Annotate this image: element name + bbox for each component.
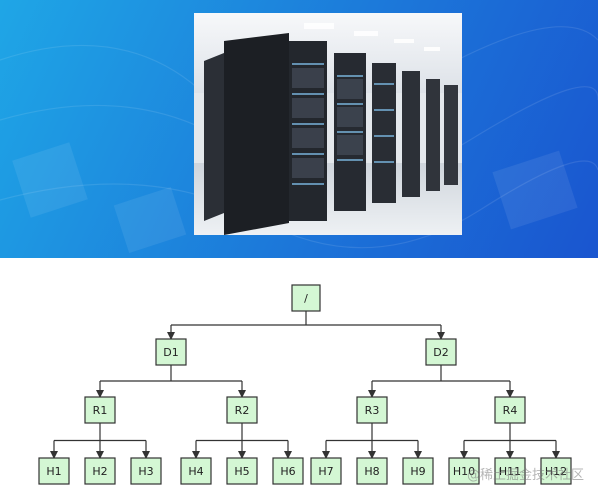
node-h1: H1 (38, 457, 70, 485)
node-box (448, 457, 480, 485)
watermark: @稀土掘金技术社区 (466, 468, 584, 483)
node-h3: H3 (130, 457, 162, 485)
node-box (38, 457, 70, 485)
node-label: H9 (410, 465, 425, 478)
node-h11: H11 (494, 457, 526, 485)
node-box (84, 396, 116, 424)
node-label: R1 (93, 404, 108, 417)
node-d2: D2 (425, 338, 457, 366)
node-box (291, 284, 321, 312)
node-r3: R3 (356, 396, 388, 424)
node-h7: H7 (310, 457, 342, 485)
node-h12: H12 (540, 457, 572, 485)
node-label: H12 (545, 465, 567, 478)
node-d1: D1 (155, 338, 187, 366)
node-label: H7 (318, 465, 333, 478)
node-box (84, 457, 116, 485)
node-box (494, 457, 526, 485)
node-r4: R4 (494, 396, 526, 424)
node-r1: R1 (84, 396, 116, 424)
node-box (155, 338, 187, 366)
node-h5: H5 (226, 457, 258, 485)
node-r2: R2 (226, 396, 258, 424)
node-box (494, 396, 526, 424)
node-box (540, 457, 572, 485)
node-box (356, 457, 388, 485)
node-h4: H4 (180, 457, 212, 485)
node-box (425, 338, 457, 366)
node-label: H2 (92, 465, 107, 478)
server-rack-illustration (194, 13, 462, 235)
banner-decoration (0, 0, 598, 258)
node-box (180, 457, 212, 485)
node-label: H1 (46, 465, 61, 478)
node-box (402, 457, 434, 485)
node-h6: H6 (272, 457, 304, 485)
node-h10: H10 (448, 457, 480, 485)
node-label: H8 (364, 465, 379, 478)
node-h8: H8 (356, 457, 388, 485)
node-label: R4 (503, 404, 518, 417)
node-root: / (291, 284, 321, 312)
node-box (226, 396, 258, 424)
node-label: H5 (234, 465, 249, 478)
node-label: H6 (280, 465, 295, 478)
tree-edges (50, 311, 560, 459)
node-box (310, 457, 342, 485)
node-box (356, 396, 388, 424)
node-label: H3 (138, 465, 153, 478)
node-label: D2 (433, 346, 448, 359)
node-label: H10 (453, 465, 475, 478)
node-box (272, 457, 304, 485)
node-h9: H9 (402, 457, 434, 485)
node-label: D1 (163, 346, 178, 359)
node-label: / (304, 292, 308, 305)
server-room-photo (194, 13, 462, 235)
node-h2: H2 (84, 457, 116, 485)
node-label: H11 (499, 465, 521, 478)
node-label: R3 (365, 404, 380, 417)
node-label: R2 (235, 404, 250, 417)
header-banner (0, 0, 598, 258)
node-box (130, 457, 162, 485)
node-box (226, 457, 258, 485)
node-label: H4 (188, 465, 203, 478)
